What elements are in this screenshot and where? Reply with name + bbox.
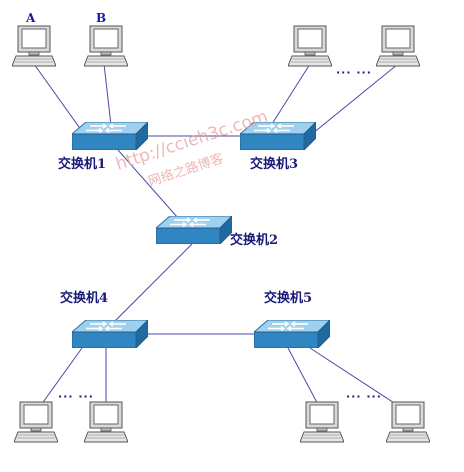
pc-sw5-b: [386, 401, 430, 443]
switch-2-label: 交换机2: [230, 232, 278, 248]
pc-a-label: A: [25, 11, 36, 25]
switch-3-label: 交换机3: [250, 156, 298, 172]
switch-1: [72, 122, 148, 150]
pc-sw5-a: [300, 401, 344, 443]
pc-sw3-a: [288, 25, 332, 67]
ellipsis-sw4: ··· ···: [58, 390, 94, 403]
switch-2: [156, 216, 232, 244]
link-sw5-pc5b: [309, 347, 409, 413]
switch-5: [254, 320, 330, 348]
link-sw3-pc3b: [311, 63, 399, 135]
switch-4-label: 交换机4: [60, 290, 108, 306]
link-sw5-pc5a: [287, 347, 323, 413]
link-sw2-sw4: [113, 243, 193, 323]
link-sw3-pc3a: [271, 63, 311, 125]
switch-1-label: 交换机1: [58, 156, 106, 172]
link-pcA-sw1: [33, 63, 85, 135]
pc-sw4-a: [14, 401, 58, 443]
link-sw1-sw2: [117, 149, 179, 219]
switch-4: [72, 320, 148, 348]
pc-sw3-b: [376, 25, 420, 67]
switch-5-label: 交换机5: [264, 290, 312, 306]
link-sw4-pc4a: [35, 347, 83, 413]
pc-b: [84, 25, 128, 67]
pc-b-label: B: [96, 11, 106, 25]
pc-a: [12, 25, 56, 67]
ellipsis-sw5: ··· ···: [346, 390, 382, 403]
pc-sw4-b: [84, 401, 128, 443]
links: [33, 63, 409, 413]
ellipsis-sw3: ··· ···: [336, 66, 372, 79]
